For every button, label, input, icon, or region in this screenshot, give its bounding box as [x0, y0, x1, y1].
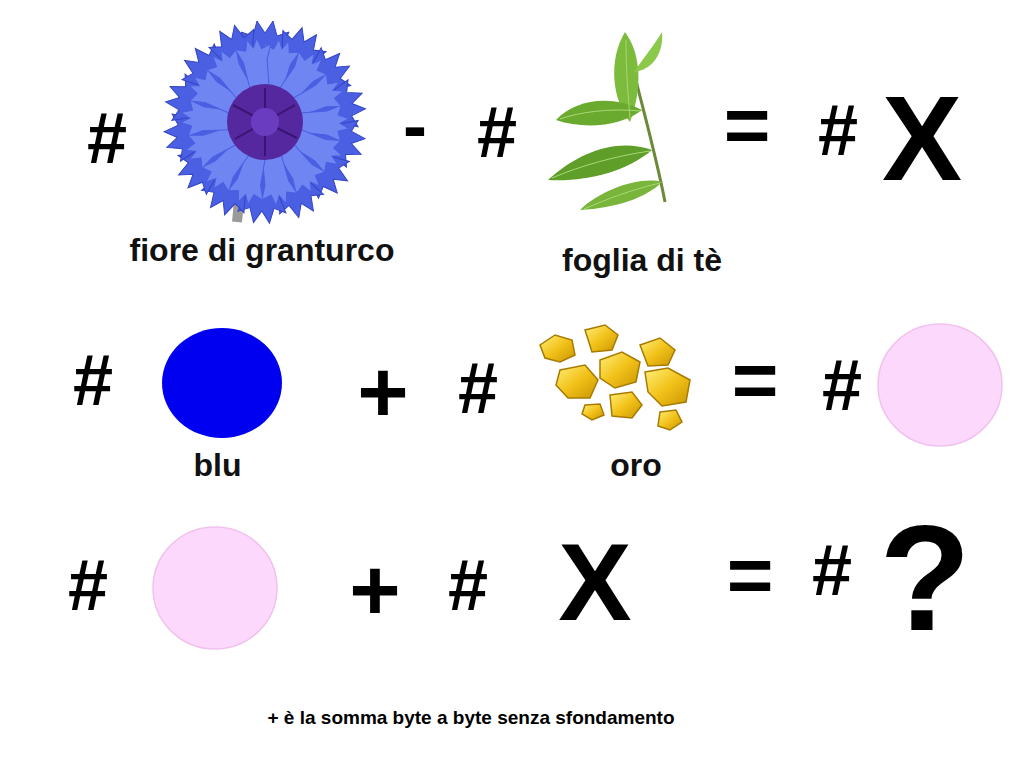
puzzle-symbol: X — [558, 527, 631, 637]
puzzle-symbol: ? — [879, 503, 971, 653]
picture-caption-box: fiore di granturco — [82, 20, 442, 266]
puzzle-symbol: # — [87, 102, 127, 174]
picture-caption: fiore di granturco — [130, 234, 395, 266]
puzzle-symbol: # — [818, 94, 858, 166]
puzzle-symbol: + — [349, 546, 400, 634]
picture-caption: blu — [194, 449, 242, 481]
note-text: + è la somma byte a byte senza sfondamen… — [267, 708, 674, 727]
puzzle-symbol: = — [727, 535, 774, 615]
picture-caption-box: oro — [530, 320, 742, 481]
tea-leaf-picture — [548, 32, 665, 210]
puzzle-symbol: = — [732, 340, 779, 420]
pink-blob — [878, 324, 1002, 446]
puzzle-symbol: # — [477, 96, 517, 168]
puzzle-symbol: # — [448, 549, 488, 621]
puzzle-symbol: X — [882, 78, 962, 198]
puzzle-symbol: # — [73, 344, 113, 416]
picture-caption: foglia di tè — [562, 244, 722, 276]
puzzle-symbol: + — [357, 348, 408, 436]
pink-blob — [153, 527, 277, 649]
blue-blob — [162, 328, 282, 438]
picture-caption: oro — [610, 449, 662, 481]
puzzle-symbol: # — [822, 349, 862, 421]
picture-caption-box: blu — [150, 320, 285, 481]
gold-nuggets — [540, 325, 690, 430]
puzzle-symbol: # — [812, 534, 852, 606]
puzzle-symbol: = — [724, 85, 771, 165]
puzzle-symbol: - — [403, 89, 427, 161]
cornflower-picture — [161, 19, 369, 224]
puzzle-symbol: # — [458, 352, 498, 424]
puzzle-symbol: # — [68, 549, 108, 621]
picture-caption-box: foglia di tè — [532, 20, 752, 276]
